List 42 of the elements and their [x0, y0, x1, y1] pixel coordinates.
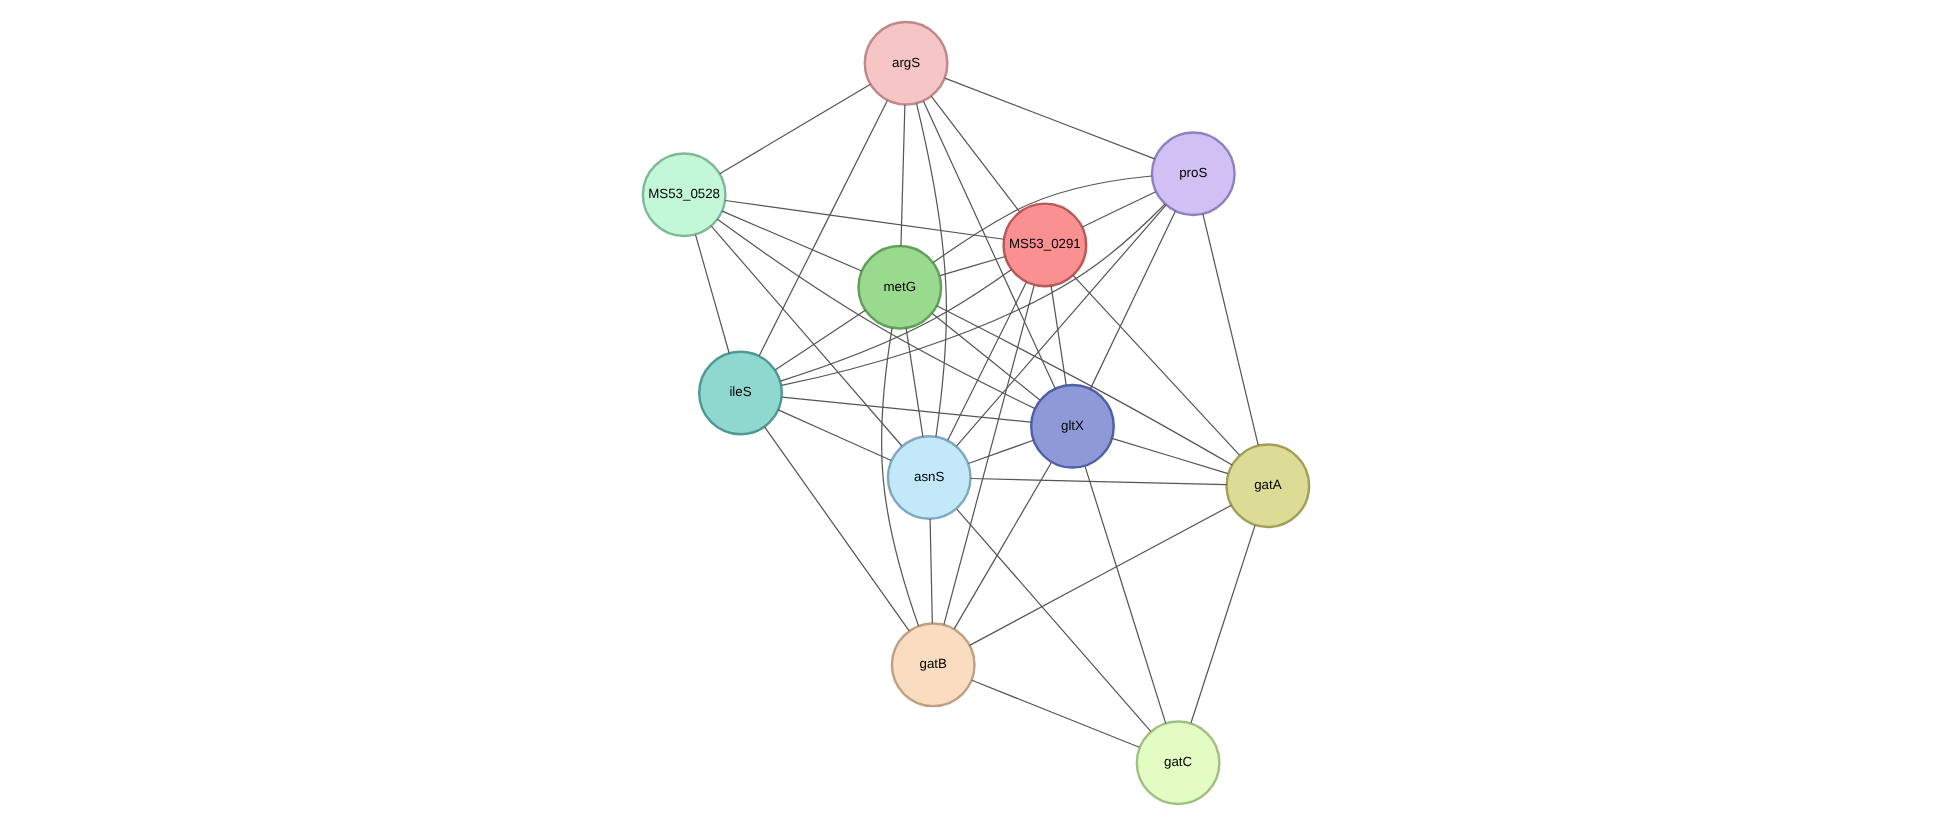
connector [936, 305, 1233, 466]
connector [939, 255, 1006, 277]
connector [1081, 191, 1157, 228]
connector [763, 426, 910, 632]
connector [929, 518, 933, 624]
connector [1089, 210, 1177, 390]
connector [721, 210, 863, 272]
connector [758, 99, 888, 357]
connector [710, 225, 903, 447]
connector [922, 100, 1056, 390]
connector [943, 284, 1035, 626]
connector [971, 679, 1140, 748]
connector [905, 327, 924, 438]
connector [930, 95, 1021, 213]
connector [774, 309, 866, 371]
connector [956, 508, 1152, 733]
connector [969, 504, 1233, 646]
connector [931, 312, 1041, 401]
connector [953, 461, 1053, 630]
connector [967, 439, 1034, 465]
connector [932, 175, 1153, 264]
connector [1084, 465, 1167, 724]
connector [944, 77, 1156, 160]
connector [1050, 285, 1067, 386]
connector [1072, 274, 1241, 456]
connector [779, 269, 1013, 382]
connector [1111, 437, 1229, 475]
connector [900, 104, 906, 247]
connector [781, 203, 1166, 386]
connector [1190, 524, 1256, 724]
connector [947, 281, 1027, 441]
connector [716, 218, 1036, 410]
connector [777, 409, 892, 462]
connector [915, 102, 947, 438]
connector [694, 234, 730, 354]
connector [719, 83, 872, 175]
connector [970, 477, 1228, 486]
connector [1202, 213, 1259, 446]
connector [955, 204, 1167, 447]
connector [781, 396, 1032, 423]
connector [724, 199, 1005, 240]
connector [881, 327, 920, 627]
